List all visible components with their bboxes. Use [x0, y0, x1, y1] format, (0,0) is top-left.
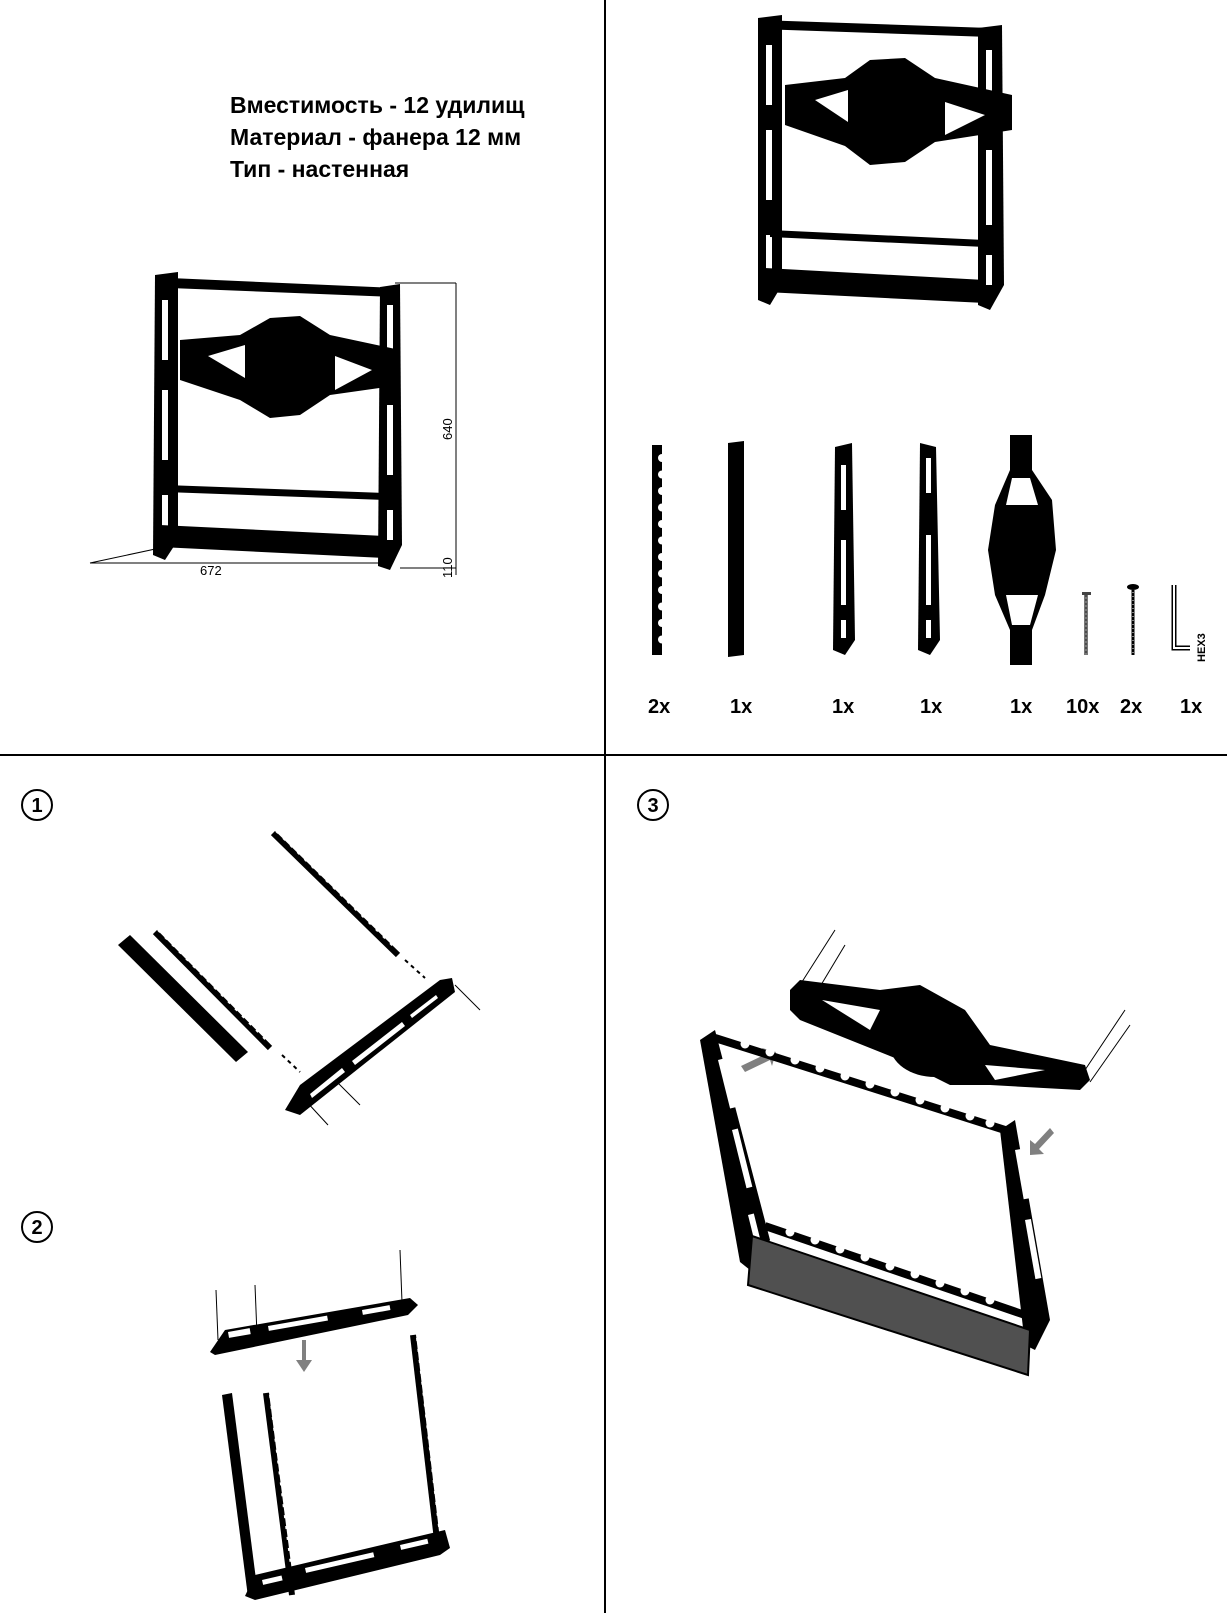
notched-rail-lower [152, 929, 273, 1051]
screw [1084, 1009, 1126, 1071]
rail-notch [658, 569, 666, 578]
rail-notch [658, 586, 666, 594]
part-notched-rail [652, 445, 666, 655]
front-panel [118, 935, 248, 1062]
rail-notch [658, 520, 666, 528]
part-center-brace [988, 435, 1056, 665]
assembled-rack-view [758, 15, 1012, 310]
screw [254, 1284, 258, 1336]
rail-notch [658, 536, 666, 545]
bottom-side-panel [245, 1530, 450, 1600]
qty-wood-screw: 10x [1066, 696, 1099, 718]
part-left-side-panel [833, 443, 855, 655]
dimension-depth: 110 [440, 557, 455, 578]
step-number-badge [21, 789, 53, 821]
rail-notches-top [740, 1039, 995, 1128]
front-shelf [765, 268, 985, 303]
step-number-badge [637, 789, 669, 821]
direction-arrow [1030, 1128, 1054, 1155]
screw [304, 1099, 329, 1126]
qty-wall-screw: 2x [1120, 696, 1142, 718]
screw [454, 984, 481, 1011]
parts-list: HEX3 2x 1x 1x 1x 1x 10x 2x 1x [648, 435, 1208, 718]
notched-rail-top [713, 1034, 1007, 1134]
specifications-block: Вместимость - 12 удилищ Материал - фанер… [230, 92, 525, 182]
qty-notched-rail: 2x [648, 696, 670, 718]
step-number: 2 [31, 1217, 42, 1239]
step-number-badge [21, 1211, 53, 1243]
screw [799, 929, 836, 986]
notched-rail-bottom [763, 1222, 1027, 1319]
rail-notch [658, 602, 666, 611]
rail-notch [658, 553, 666, 561]
screw [399, 1249, 403, 1303]
step-number: 1 [31, 795, 42, 817]
top-rail [170, 278, 395, 297]
step-2: 2 [21, 1211, 450, 1600]
rail-notch [658, 635, 666, 644]
step-1: 1 [21, 789, 481, 1126]
part-wood-screw [1082, 592, 1091, 655]
notched-rail-right [410, 1334, 440, 1541]
dimension-height: 640 [440, 418, 455, 440]
qty-hex-key: 1x [1180, 696, 1202, 718]
part-right-side-panel [918, 443, 940, 655]
front-shelf [746, 1234, 1032, 1377]
qty-right-side-panel: 1x [920, 696, 942, 718]
screw [334, 1079, 361, 1106]
rail-notch [658, 470, 666, 479]
direction-arrow [296, 1340, 312, 1372]
parts-quantities: 2x 1x 1x 1x 1x 10x 2x 1x [648, 696, 1202, 718]
lower-rail [770, 230, 985, 247]
notched-rail-upper [270, 830, 401, 958]
rail-notch [658, 619, 666, 627]
left-side-panel [700, 1030, 770, 1270]
spec-capacity: Вместимость - 12 удилищ [230, 92, 525, 118]
notched-rail-left-a [222, 1393, 258, 1597]
right-side-panel [1000, 1120, 1050, 1350]
rail-notch [658, 487, 666, 495]
qty-left-side-panel: 1x [832, 696, 854, 718]
spec-type: Тип - настенная [230, 156, 409, 182]
hex-key-label: HEX3 [1196, 633, 1208, 662]
rail-notches-bottom [785, 1227, 995, 1305]
dimension-width: 672 [200, 563, 222, 578]
part-hex-key: HEX3 [1171, 585, 1208, 662]
rail-notch [658, 454, 666, 462]
screw [215, 1289, 219, 1341]
screw [1089, 1024, 1131, 1083]
qty-front-panel: 1x [730, 696, 752, 718]
spec-material: Материал - фанера 12 мм [230, 124, 521, 150]
qty-center-brace: 1x [1010, 696, 1032, 718]
lower-rail [165, 485, 385, 500]
top-rail [760, 20, 990, 37]
rail-notch [658, 503, 666, 512]
front-shelf [160, 525, 385, 558]
assembled-rack-dimensioned: 672 640 110 [89, 272, 457, 578]
part-front-panel [728, 441, 744, 657]
screw [814, 944, 846, 996]
step-3: 3 [637, 789, 1131, 1377]
step-number: 3 [647, 795, 658, 817]
part-wall-screw [1127, 584, 1139, 655]
